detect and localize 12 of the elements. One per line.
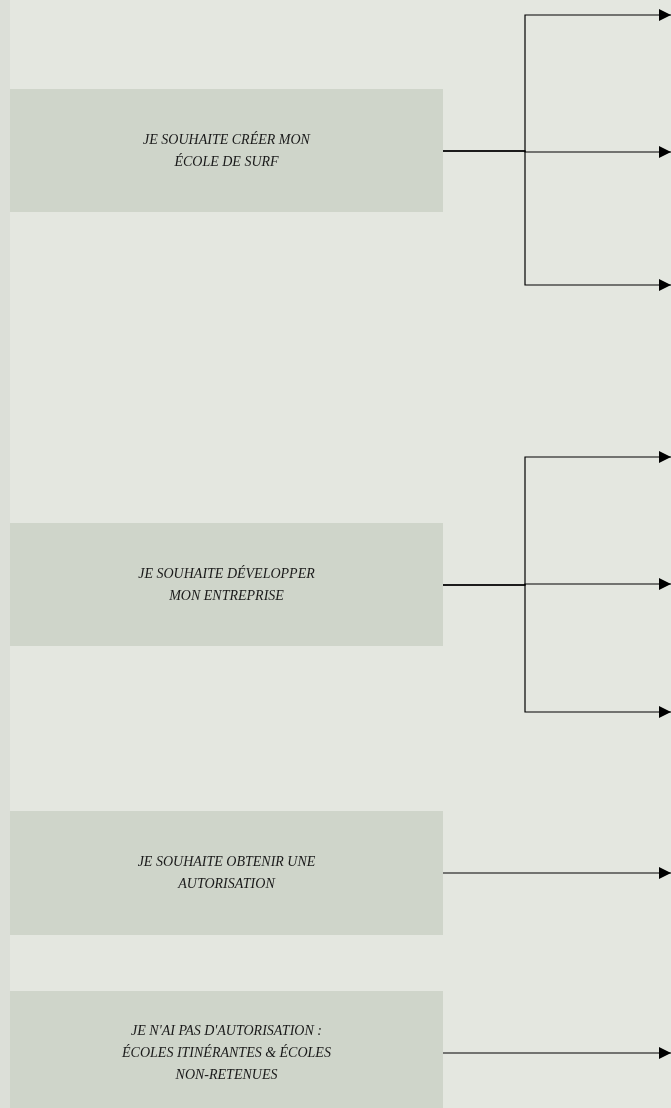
option-text: JE N'AI PAS D'AUTORISATION : ÉCOLES ITINÉRANTES & ÉCOLES NON-RETENUES [121, 1022, 332, 1084]
arrow [442, 584, 671, 718]
option-box [10, 523, 443, 646]
option-box [10, 991, 443, 1108]
arrow [442, 150, 671, 291]
option-text: JE SOUHAITE OBTENIR UNE AUTORISATION [136, 853, 317, 893]
option-box [10, 811, 443, 935]
option-text: JE SOUHAITE CRÉER MON ÉCOLE DE SURF [142, 130, 312, 171]
option-text: JE SOUHAITE DÉVELOPPER MON ENTREPRISE [137, 564, 316, 605]
arrow [442, 1047, 671, 1059]
arrow [442, 867, 671, 879]
option-box [10, 89, 443, 212]
